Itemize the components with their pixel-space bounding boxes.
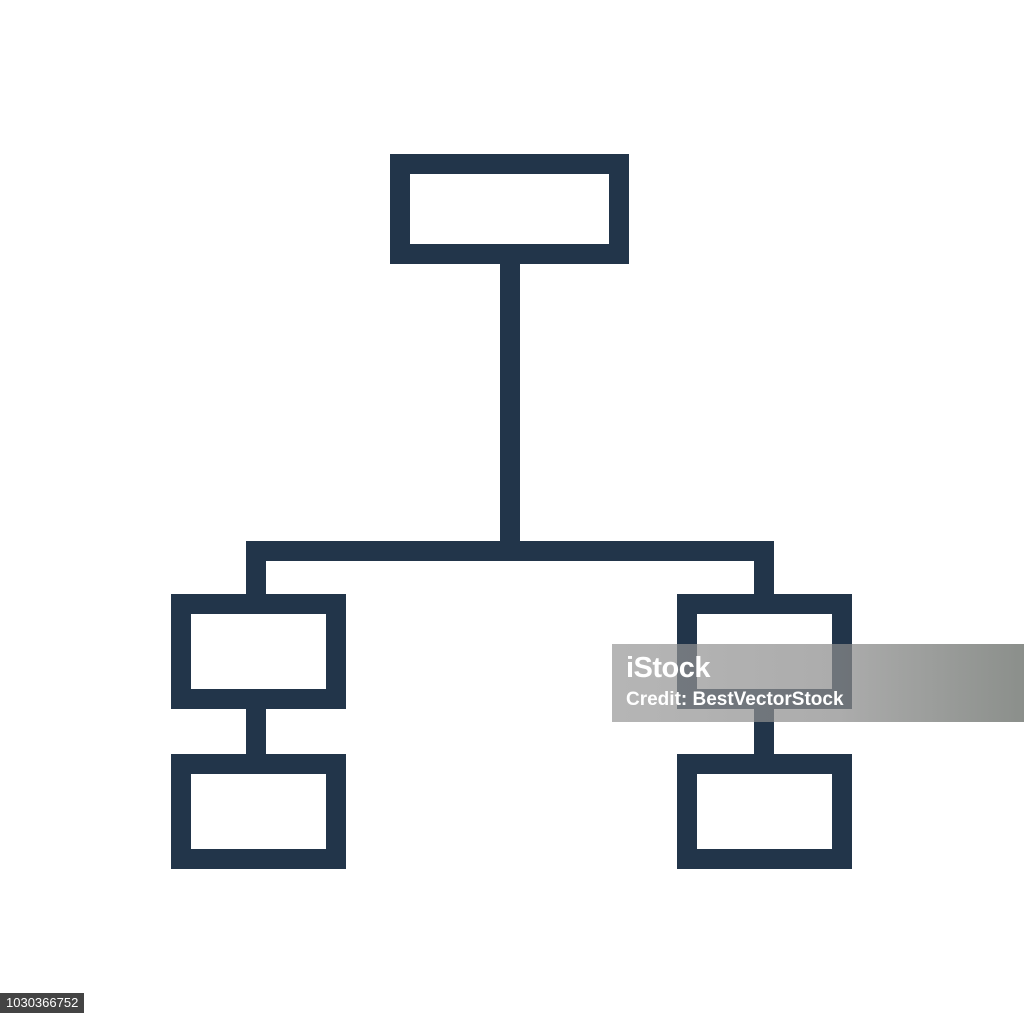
left-grandchild-node	[171, 754, 346, 869]
root-node	[390, 154, 629, 264]
stock-id-label: 1030366752	[0, 993, 85, 1013]
istock-watermark: iStock Credit: BestVectorStock	[612, 644, 1024, 722]
left-child-node	[171, 594, 346, 709]
watermark-credit: Credit: BestVectorStock	[626, 689, 844, 710]
right-grandchild-node	[677, 754, 852, 869]
branch-connector	[246, 541, 774, 604]
watermark-logo: iStock	[626, 652, 711, 684]
